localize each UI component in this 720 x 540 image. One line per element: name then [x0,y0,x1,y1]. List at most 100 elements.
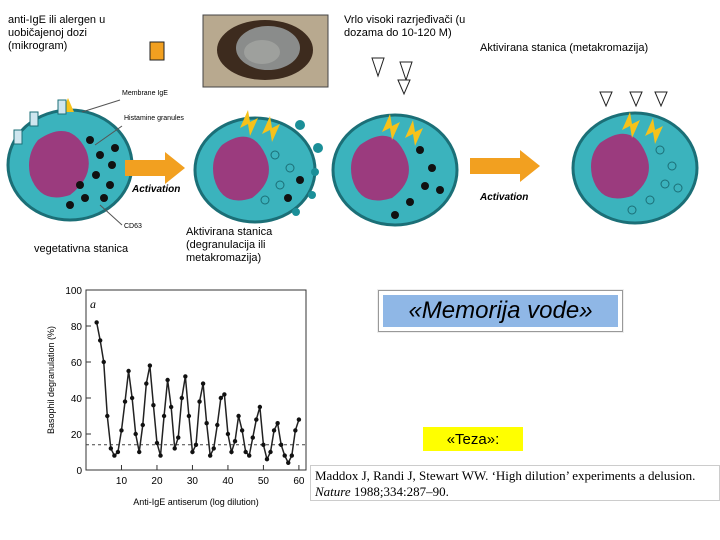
activation-arrow-2 [470,150,540,182]
released-granules [292,120,323,216]
data-point [278,442,284,447]
data-point [94,320,99,325]
panel-letter: a [90,297,96,311]
x-tick-label: 20 [151,476,163,487]
data-point [261,442,266,447]
banner-text: «Memorija vode» [408,297,593,324]
antigen-bottle-icon [149,41,165,61]
x-axis-label: Anti-IgE antiserum (log dilution) [133,497,259,507]
pointer-lines [81,99,123,226]
activation-label-2: Activation [479,192,528,203]
data-point [144,381,149,386]
thesis-label: «Teza»: [423,427,523,451]
data-point [264,457,270,462]
data-point [296,417,302,422]
y-axis-label: Basophil degranulation (%) [46,326,56,434]
data-point [254,417,259,422]
data-point [101,359,106,365]
data-point [247,453,252,458]
data-point [190,449,195,455]
thesis-text: «Teza»: [446,430,500,448]
data-point [215,422,220,428]
data-point [200,381,206,386]
cell-resting [6,98,134,222]
data-point [126,368,131,374]
data-point [243,449,248,455]
x-tick-label: 30 [187,476,199,487]
label-high-dilution: Vrlo visoki razrjeđivači (u dozama do 10… [344,14,466,39]
label-activated-right: Aktivirana stanica (metakromazija) [480,42,649,54]
data-point [225,431,231,437]
label-standard-dose: anti-IgE ili alergen u uobičajenoj dozi … [8,14,106,52]
membrane-ige-label: Membrane IgE [122,90,168,97]
data-point [186,413,192,419]
data-point [193,442,199,447]
data-point [137,449,142,455]
x-tick-label: 60 [293,476,305,487]
data-point [97,338,103,343]
data-point [115,449,121,455]
data-point [183,374,188,379]
activation-label-1: Activation [131,184,180,195]
micrograph-image [202,14,329,88]
y-tick-label: 20 [71,430,83,441]
citation: Maddox J, Randi J, Stewart WW. ‘High dil… [310,465,720,501]
data-point [168,404,174,410]
label-resting-cell: vegetativna stanica [34,243,129,255]
data-point [151,403,156,408]
data-point [179,395,185,401]
data-point [172,446,177,451]
data-point [293,428,298,433]
citation-line-1: Maddox J, Randi J, Stewart WW. ‘High dil… [315,468,696,483]
data-point [268,449,273,455]
y-tick-label: 40 [71,394,83,405]
data-point [229,449,234,455]
data-point [158,453,163,458]
data-point [161,413,167,419]
cell-activated-right [571,111,699,225]
data-point [257,404,263,410]
data-point [286,460,291,465]
data-point [289,453,295,458]
x-tick-label: 10 [116,476,128,487]
data-point [147,363,153,368]
data-point [211,446,216,451]
data-point [271,428,277,433]
citation-journal: Nature [315,484,351,499]
data-point [232,439,238,444]
data-point [119,428,124,433]
dilution-tubes-icon [371,57,668,108]
histamine-label: Histamine granules [124,115,184,122]
cell-activated-mid [193,110,317,224]
data-point [129,395,135,401]
x-tick-label: 40 [222,476,234,487]
citation-details: 1988;334:287–90. [350,484,449,499]
y-tick-label: 60 [71,358,83,369]
data-point [282,453,287,458]
data-point [250,435,255,440]
data-point [218,395,224,401]
activation-arrow-1 [125,152,185,184]
y-tick-label: 80 [71,322,83,333]
data-point [154,440,160,446]
data-point [236,413,241,419]
label-activated-mid: Aktivirana stanica (degranulacija ili me… [186,226,273,264]
cell-diagram: Membrane IgE Histamine granules CD63 Act… [6,14,699,230]
y-tick-label: 0 [76,466,82,477]
cd63-label: CD63 [124,223,142,230]
data-point [165,377,170,383]
memory-of-water-banner: «Memorija vode» [378,290,623,332]
data-point [204,421,209,426]
data-point [140,422,145,428]
data-point [105,413,110,419]
data-point [275,421,280,426]
cell-activated-high-dilution [331,113,459,227]
data-point [176,435,181,440]
data-point [112,453,117,458]
x-tick-label: 50 [258,476,270,487]
ige-receptors [13,99,67,145]
data-point [222,392,227,397]
y-tick-label: 100 [65,286,82,297]
citation-line-2: Nature 1988;334:287–90. [315,484,715,500]
